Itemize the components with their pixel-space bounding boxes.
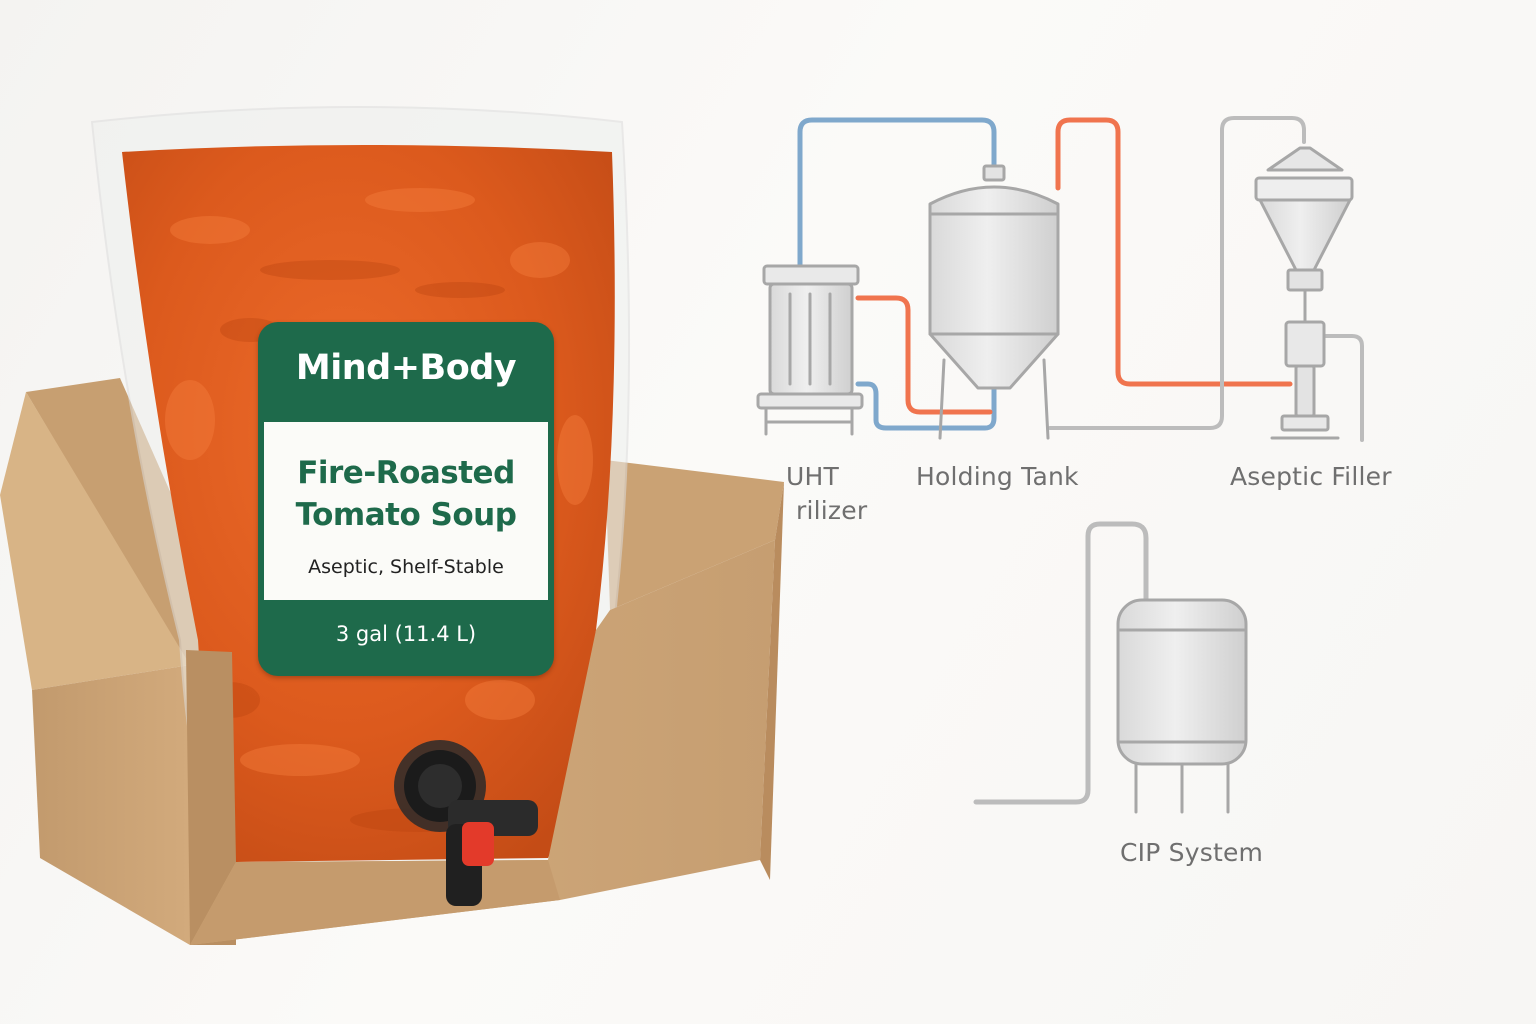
box-right-wall: [760, 482, 784, 880]
pipe-grey-1: [1048, 116, 1306, 430]
box-outer-flap: [0, 392, 190, 690]
uht-sterilizer: [756, 264, 864, 436]
product-name-line1: Fire-Roasted: [297, 455, 515, 491]
aseptic-filler-label: Aseptic Filler: [1230, 462, 1392, 491]
pipe-cip: [973, 521, 1149, 805]
uht-label-line1: UHT: [786, 462, 839, 491]
box-front-panel: [186, 650, 236, 945]
process-diagram: [756, 116, 1364, 814]
cip-tank: [1116, 598, 1248, 814]
box-front-wall: [190, 540, 775, 945]
product-label: Mind+Body Fire-Roasted Tomato Soup Asept…: [258, 322, 554, 676]
product-name: Fire-Roasted Tomato Soup: [264, 452, 548, 536]
cip-system-label: CIP System: [1120, 838, 1264, 867]
product-descriptor: Aseptic, Shelf-Stable: [308, 556, 504, 578]
uht-label-line2: rilizer: [796, 496, 868, 525]
box-front-wall-lower: [190, 860, 560, 945]
box-left-wall: [32, 665, 190, 945]
pipe-blue-bottom: [855, 377, 997, 431]
pipe-grey-2: [1312, 334, 1364, 442]
pipe-orange-1: [855, 295, 993, 415]
holding-tank: [928, 164, 1060, 440]
box-right-flap: [605, 460, 784, 610]
spigot-tap-icon: [394, 740, 538, 906]
pipe-blue-top: [797, 117, 997, 269]
product-name-line2: Tomato Soup: [295, 497, 517, 533]
label-white-band: Fire-Roasted Tomato Soup Aseptic, Shelf-…: [264, 422, 548, 600]
aseptic-filler: [1254, 146, 1354, 440]
holding-tank-label: Holding Tank: [916, 462, 1079, 491]
soup-texture: [165, 188, 593, 776]
product-volume: 3 gal (11.4 L): [335, 622, 477, 646]
pipe-orange-2: [1055, 117, 1293, 387]
brand-name: Mind+Body: [295, 348, 517, 388]
